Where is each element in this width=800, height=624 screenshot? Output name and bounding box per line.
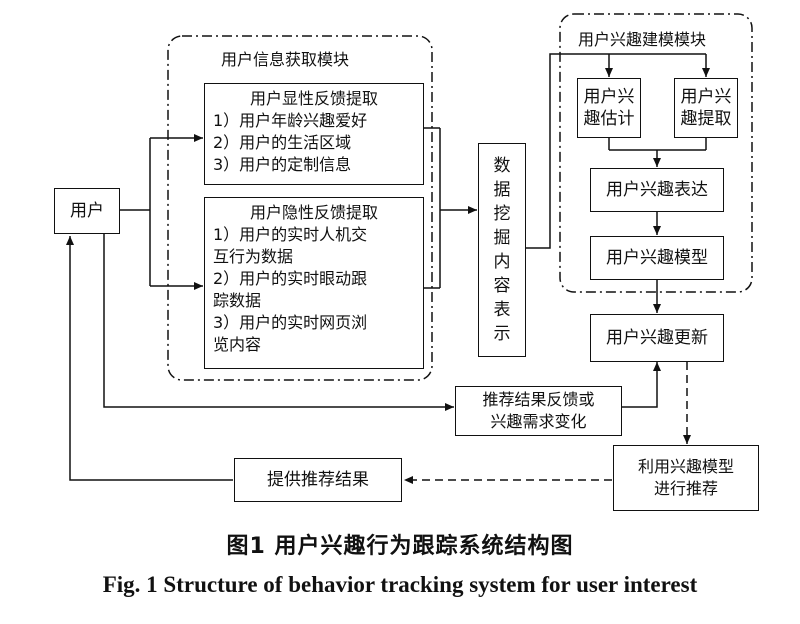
feedback-node: 推荐结果反馈或 兴趣需求变化 [455,386,622,436]
implicit-item: 览内容 [213,335,262,354]
interest-update-node: 用户兴趣更新 [590,314,724,362]
mining-char: 内 [493,252,511,272]
caption-english: Fig. 1 Structure of behavior tracking sy… [102,572,698,597]
implicit-item: 2）用户的实时眼动跟 [213,269,368,288]
data-mining-node: 数 据 挖 掘 内 容 表 示 [478,143,526,357]
interest-extract-node: 用户兴 趣提取 [674,78,738,138]
estimate-line: 趣估计 [583,109,635,129]
explicit-item: 1）用户年龄兴趣爱好 [213,111,368,130]
explicit-item: 3）用户的定制信息 [213,155,352,174]
interest-expression-node: 用户兴趣表达 [590,168,724,212]
info-module-frame [167,35,433,381]
mining-char: 容 [493,276,511,296]
extract-line: 趣提取 [680,109,732,129]
feedback-line: 推荐结果反馈或 [482,390,595,409]
implicit-item: 1）用户的实时人机交 [213,225,368,244]
extract-line: 用户兴 [680,87,732,107]
mining-char: 据 [493,180,511,200]
interest-estimate-node: 用户兴 趣估计 [577,78,641,138]
implicit-feedback-node: 用户隐性反馈提取 1）用户的实时人机交 互行为数据 2）用户的实时眼动跟 踪数据… [204,197,424,369]
recommend-line: 进行推荐 [653,479,718,498]
user-node: 用户 [54,188,120,234]
info-module-label: 用户信息获取模块 [218,46,353,70]
estimate-line: 用户兴 [583,87,635,107]
feedback-line: 兴趣需求变化 [490,412,587,431]
recommend-line: 利用兴趣模型 [637,457,734,476]
model-module-frame [559,13,753,293]
explicit-feedback-node: 用户显性反馈提取 1）用户年龄兴趣爱好 2）用户的生活区域 3）用户的定制信息 [204,83,424,185]
mining-char: 数 [493,156,511,176]
provide-result-node: 提供推荐结果 [234,458,402,502]
mining-char: 示 [493,324,511,344]
model-module-label: 用户兴趣建模模块 [575,26,710,50]
mining-char: 挖 [493,204,511,224]
implicit-item: 3）用户的实时网页浏 [213,313,368,332]
explicit-feedback-title: 用户显性反馈提取 [249,89,378,108]
implicit-item: 互行为数据 [213,247,294,266]
caption-chinese: 图1 用户兴趣行为跟踪系统结构图 [226,534,574,559]
mining-char: 表 [493,300,511,320]
implicit-item: 踪数据 [213,291,262,310]
implicit-feedback-title: 用户隐性反馈提取 [249,203,378,222]
recommend-node: 利用兴趣模型 进行推荐 [613,445,759,511]
interest-model-node: 用户兴趣模型 [590,236,724,280]
mining-char: 掘 [493,228,511,248]
explicit-item: 2）用户的生活区域 [213,133,352,152]
